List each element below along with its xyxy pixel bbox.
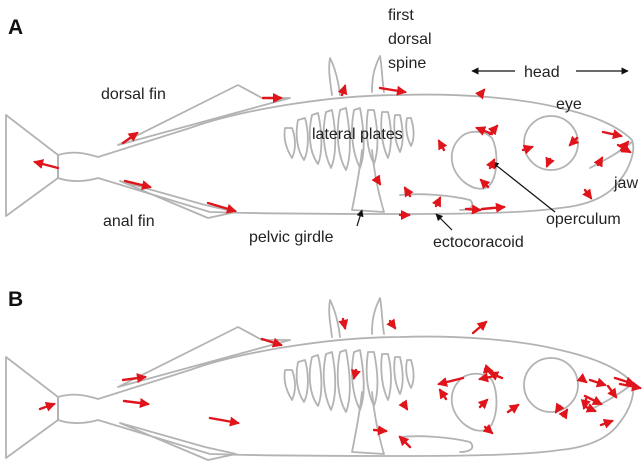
b-vector-19 <box>400 437 410 447</box>
b-vector-17 <box>374 430 386 431</box>
b-vector-29 <box>601 421 612 425</box>
b-vector-16 <box>403 403 407 409</box>
b-vector-7 <box>473 322 486 333</box>
panel-b: B <box>6 288 640 460</box>
label-spine: spine <box>388 55 426 72</box>
label-head: head <box>524 64 560 81</box>
a-vector-16 <box>436 198 440 206</box>
pointer-ectocoracoid <box>436 214 452 230</box>
b-vector-25 <box>590 380 605 385</box>
panel-letter-b: B <box>8 288 23 311</box>
pointer-pelvic-girdle <box>357 210 362 226</box>
b-vector-15 <box>440 390 446 399</box>
b-vector-12 <box>480 400 487 407</box>
b-vector-6 <box>390 321 395 328</box>
b-vector-0 <box>40 404 54 409</box>
b-vector-23 <box>585 396 601 404</box>
b-vector-2 <box>124 401 148 404</box>
b-vector-1 <box>123 377 145 380</box>
label-anal-fin: anal fin <box>103 213 155 230</box>
a-vector-7 <box>480 90 484 95</box>
a-vector-23 <box>603 132 621 136</box>
b-vector-30 <box>563 410 567 416</box>
panel-a: A first dorsal spine head eye dorsal fin… <box>6 7 638 251</box>
label-operculum: operculum <box>546 211 621 228</box>
a-vector-12 <box>482 207 504 209</box>
a-vector-13 <box>466 209 480 210</box>
fish-outline-b <box>6 298 633 460</box>
a-vector-5 <box>342 86 345 95</box>
b-vector-14 <box>508 405 518 412</box>
b-vector-21 <box>581 378 586 382</box>
a-vector-11 <box>481 180 488 187</box>
a-vector-10 <box>490 160 494 168</box>
b-vector-11 <box>485 369 492 371</box>
label-first: first <box>388 7 414 24</box>
a-vector-21 <box>585 190 591 198</box>
label-lateral-plates: lateral plates <box>312 126 403 143</box>
label-dorsal: dorsal <box>388 31 432 48</box>
a-vector-0 <box>35 162 58 168</box>
a-vector-20 <box>570 138 577 145</box>
b-vector-9 <box>480 376 495 379</box>
b-vector-3 <box>210 418 238 423</box>
a-vector-17 <box>439 141 444 150</box>
a-vector-19 <box>547 159 550 166</box>
a-vector-9 <box>490 126 497 134</box>
label-jaw: jaw <box>613 175 638 192</box>
b-vector-5 <box>343 319 345 328</box>
b-vector-26 <box>608 386 616 397</box>
label-dorsal-fin: dorsal fin <box>101 86 166 103</box>
label-pelvic-girdle: pelvic girdle <box>249 229 334 246</box>
b-vector-18 <box>354 370 356 378</box>
panel-letter-a: A <box>8 16 23 39</box>
label-ectocoracoid: ectocoracoid <box>433 234 524 251</box>
displacement-vectors-a <box>35 86 630 215</box>
label-eye: eye <box>556 96 582 113</box>
